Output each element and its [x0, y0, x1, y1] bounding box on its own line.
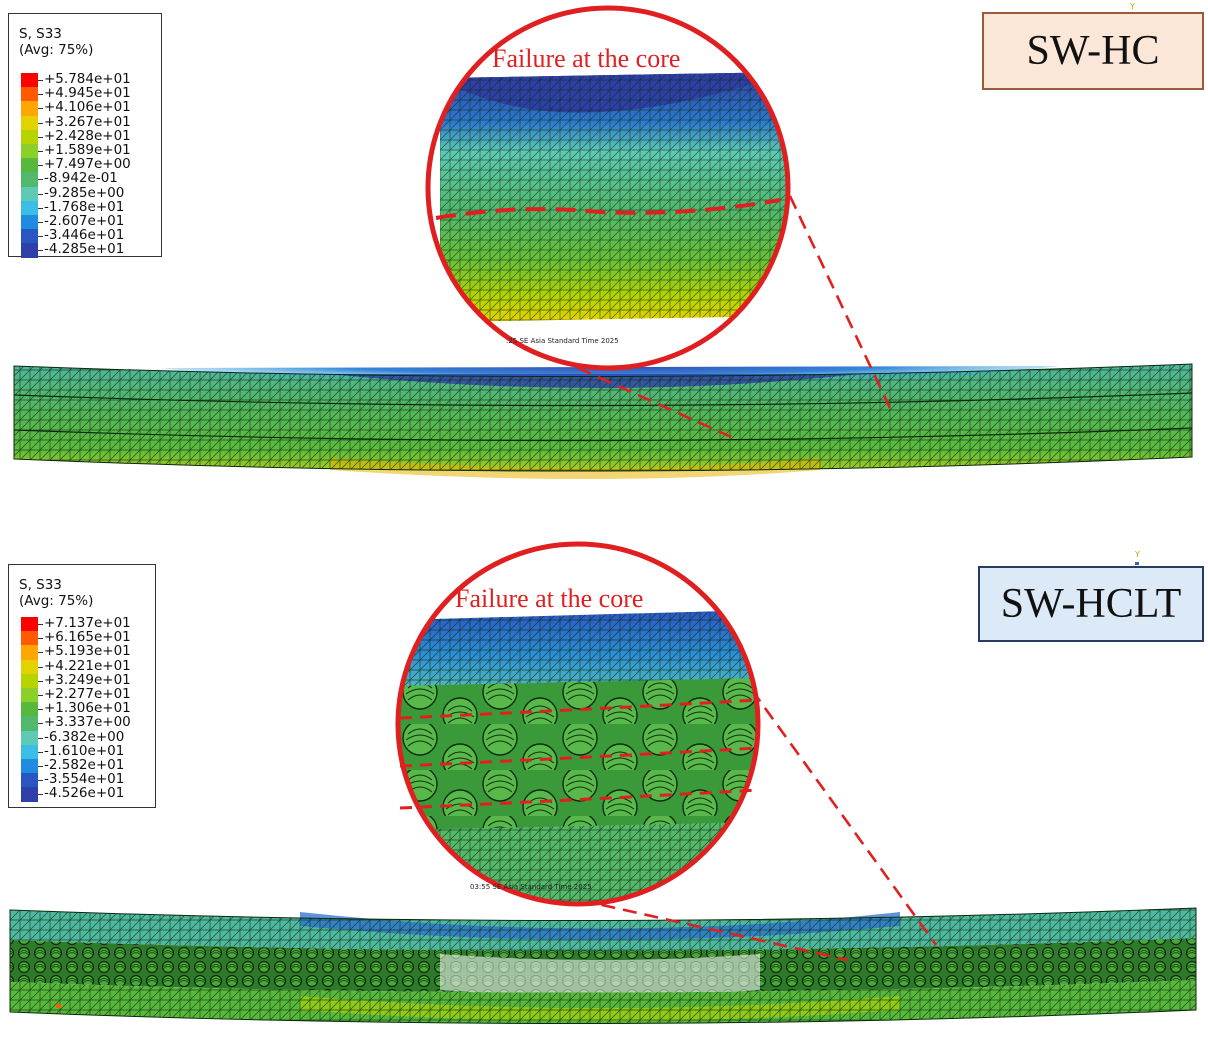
legend-value: +4.106e+01: [44, 99, 131, 116]
legend-value: -2.607e+01: [44, 213, 125, 229]
fea-model-sw-hc: Y: [13, 2, 1193, 479]
zoom-leader-lines: [579, 689, 938, 962]
timestamp-sw-hclt: 03:55 SE Asia Standard Time 2025: [470, 883, 592, 891]
timestamp-sw-hc: :25 SE Asia Standard Time 2025: [506, 337, 619, 345]
legend-title-variable: S, S33: [19, 26, 62, 42]
failure-annotation-sw-hclt: Failure at the core: [455, 584, 644, 613]
legend-value: +7.137e+01: [44, 615, 131, 631]
stress-legend-sw-hclt: S, S33 (Avg: 75%) +7.137e+01 +6.165e+01 …: [8, 564, 156, 808]
legend-value: -3.554e+01: [44, 771, 125, 788]
legend-value: +1.589e+01: [44, 142, 131, 158]
axis-triad-y-label: Y: [1134, 550, 1140, 559]
legend-title-variable: S, S33: [19, 577, 62, 593]
legend-value: +3.267e+01: [44, 113, 131, 130]
zoom-circle-sw-hc: [425, 5, 791, 371]
legend-value: +4.221e+01: [44, 657, 131, 674]
legend-value: -4.526e+01: [44, 785, 125, 802]
legend-value: -4.285e+01: [44, 241, 125, 258]
failure-line: [435, 198, 781, 220]
legend-value: -6.382e+00: [44, 728, 125, 745]
legend-value: +3.249e+01: [44, 671, 131, 688]
legend-value: +3.337e+00: [44, 714, 131, 731]
legend-value: -2.582e+01: [44, 757, 125, 773]
failure-annotation-sw-hc: Failure at the core: [492, 44, 681, 73]
axis-triad-marker: [1135, 562, 1139, 565]
legend-value: -3.446e+01: [44, 227, 125, 244]
legend-value: -9.285e+00: [44, 184, 125, 201]
legend-value: +5.784e+01: [44, 71, 131, 87]
legend-value: -1.610e+01: [44, 742, 125, 759]
panel-sw-hclt: S, S33 (Avg: 75%) +7.137e+01 +6.165e+01 …: [0, 540, 1208, 1040]
beam-sw-hclt: [9, 907, 1197, 1025]
legend-value: -8.942e-01: [44, 170, 118, 187]
panel-sw-hc: S, S33 (Avg: 75%) +5.784e+01 +4.945e+01 …: [8, 2, 1204, 479]
fea-model-sw-hclt: Y: [9, 541, 1197, 1025]
specimen-label-sw-hc: SW-HC: [982, 12, 1204, 90]
legend-value: +4.945e+01: [44, 85, 131, 102]
legend-title-averaging: (Avg: 75%): [19, 42, 94, 58]
specimen-label-sw-hclt: SW-HCLT: [978, 566, 1204, 642]
legend-value: +2.277e+01: [44, 686, 131, 702]
axis-triad-y-label: Y: [1129, 2, 1135, 11]
legend-value: -1.768e+01: [44, 198, 125, 215]
legend-value: +7.497e+00: [44, 156, 131, 173]
legend-title: S, S33 (Avg: 75%): [19, 577, 93, 609]
zoom-leader-lines: [577, 195, 892, 442]
failure-lines: [399, 698, 759, 810]
legend-title: S, S33 (Avg: 75%): [19, 26, 93, 58]
legend-value: +5.193e+01: [44, 643, 131, 660]
legend-title-averaging: (Avg: 75%): [19, 593, 94, 609]
beam-sw-hc: [13, 363, 1193, 479]
legend-value: +1.306e+01: [44, 700, 131, 717]
legend-value: +2.428e+01: [44, 127, 131, 144]
legend-value: +6.165e+01: [44, 629, 131, 646]
stress-legend-sw-hc: S, S33 (Avg: 75%) +5.784e+01 +4.945e+01 …: [8, 13, 162, 258]
